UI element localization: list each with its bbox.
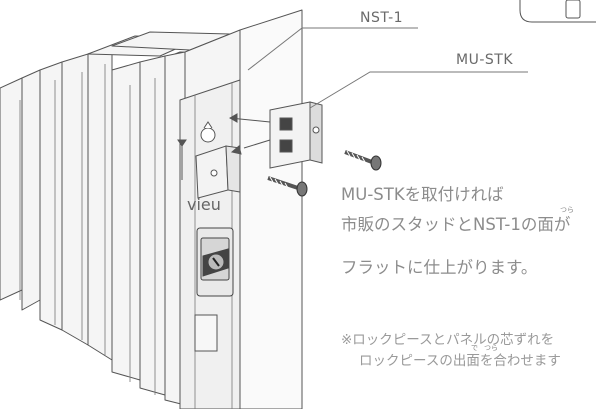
stud-profile-left-4 — [61, 53, 89, 346]
note-line2: ロックピースの出面を合わせます — [359, 353, 561, 369]
main-text-line2: 市販のスタッドとNST-1の面が — [341, 215, 571, 234]
stud-channel-1 — [111, 61, 141, 381]
nst1-callout-label: NST-1 — [360, 10, 404, 26]
nst1-front-face — [239, 9, 303, 409]
panel-logo: vieu — [187, 195, 221, 214]
stud-channel-2 — [139, 55, 166, 396]
screw-upper — [344, 150, 382, 171]
ruby-tsura-1: つら — [560, 206, 574, 214]
main-text-line1: MU-STKを取付ければ — [341, 185, 504, 204]
stud-profile-left-5 — [87, 45, 113, 361]
main-text-line3: フラットに仕上がります。 — [341, 258, 538, 277]
keyhole-hole — [200, 121, 216, 143]
note-line1: ※ロックピースとパネルの芯ずれを — [341, 332, 555, 348]
nst1-leader — [247, 27, 418, 71]
mu-stk-bracket — [269, 101, 323, 169]
mustk-leader — [309, 71, 528, 109]
assembly-arrows — [177, 113, 271, 180]
lock-mechanism — [196, 227, 234, 297]
mustk-callout-label: MU-STK — [456, 52, 513, 68]
stud-profile-left-2 — [21, 69, 41, 311]
ruby-de: で — [471, 344, 478, 352]
mounted-bracket — [195, 145, 241, 199]
screw-lower — [267, 176, 308, 197]
stud-profile-left-3 — [39, 61, 63, 331]
ruby-tsura-2: つら — [484, 344, 498, 352]
latch-cutout — [194, 314, 218, 352]
stud-profile-left-1 — [0, 77, 23, 301]
product-box-corner — [519, 0, 596, 23]
